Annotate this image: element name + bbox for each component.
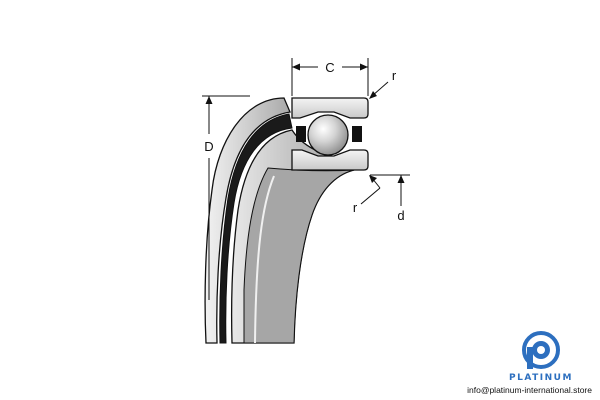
label-c: C (325, 60, 334, 75)
platinum-logo (522, 331, 560, 369)
brand-email: info@platinum-international.store (467, 385, 592, 395)
label-d-inner: d (397, 208, 404, 223)
outer-ring-groove (219, 113, 293, 344)
outer-race-section (291, 97, 369, 119)
inner-ring-face (243, 167, 355, 344)
label-r-bottom: r (353, 200, 358, 215)
ball (307, 114, 349, 156)
inner-race-section (291, 149, 369, 171)
label-r-top: r (392, 68, 397, 83)
radius-bottom-leader (360, 175, 381, 205)
cage-right (352, 126, 362, 142)
outer-ring-band (204, 97, 291, 344)
brand-name: PLATINUM (509, 373, 573, 383)
cage-left (296, 126, 306, 142)
label-d-outer: D (204, 139, 213, 154)
dimension-d-outer (202, 95, 250, 300)
dimension-d-inner (370, 174, 410, 206)
radius-top-leader (369, 81, 389, 99)
dimension-c (291, 58, 369, 96)
